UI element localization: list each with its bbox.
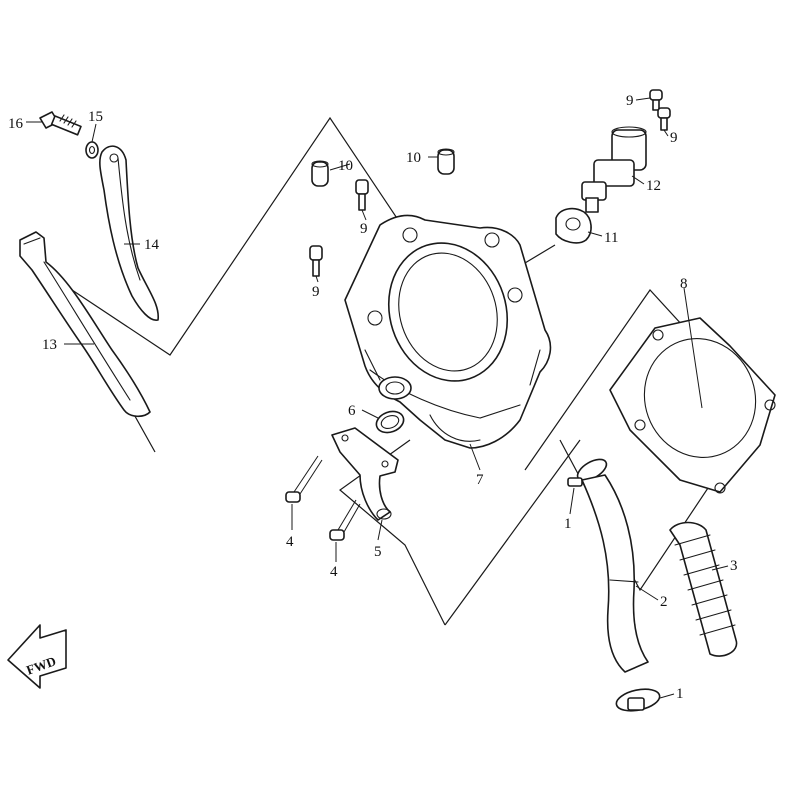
callout-1-lower: 1 — [676, 686, 684, 702]
callout-11: 11 — [604, 230, 618, 246]
part-4-bolt-a[interactable] — [285, 455, 323, 503]
part-10-dowel-pin[interactable] — [311, 160, 329, 187]
part-16-bolt[interactable] — [39, 111, 82, 136]
part-4-bolt-b[interactable] — [329, 499, 361, 541]
part-6-o-ring[interactable] — [373, 408, 406, 436]
part-9-bolt-top-b[interactable] — [657, 107, 671, 131]
callout-10-left: 10 — [338, 158, 353, 174]
callout-14: 14 — [144, 237, 160, 253]
callout-4-b: 4 — [330, 564, 338, 580]
part-10-dowel-pin-2[interactable] — [437, 148, 455, 175]
part-11-tensioner-gasket[interactable] — [555, 207, 592, 244]
part-7-cylinder-block[interactable] — [344, 214, 552, 449]
callout-3: 3 — [730, 558, 738, 574]
callout-9-top-b: 9 — [670, 130, 678, 146]
part-13-chain-guide[interactable] — [19, 231, 151, 418]
part-15-washer[interactable] — [85, 141, 99, 159]
callout-16: 16 — [8, 116, 24, 132]
part-9-bolt-left[interactable] — [309, 245, 323, 277]
callout-2: 2 — [660, 594, 668, 610]
part-1-hose-clamp-lower[interactable] — [614, 686, 661, 715]
callout-7: 7 — [476, 472, 484, 488]
callout-13: 13 — [42, 337, 57, 353]
callout-6: 6 — [348, 403, 356, 419]
callout-12: 12 — [646, 178, 661, 194]
part-5-intake-pipe[interactable] — [331, 427, 399, 521]
part-9-bolt-mid[interactable] — [355, 179, 369, 211]
callout-4-a: 4 — [286, 534, 294, 550]
part-3-insulation-sleeve[interactable] — [669, 521, 738, 657]
part-12-chain-tensioner[interactable] — [581, 126, 647, 213]
callout-10-right: 10 — [406, 150, 421, 166]
part-14-chain-guide[interactable] — [99, 145, 159, 321]
callout-9-left: 9 — [312, 284, 320, 300]
callout-5: 5 — [374, 544, 382, 560]
callout-8: 8 — [680, 276, 688, 292]
part-2-hose[interactable] — [581, 474, 649, 673]
callout-9-mid: 9 — [360, 221, 368, 237]
callout-15: 15 — [88, 109, 103, 125]
assembly-guide-line-pipe — [444, 439, 581, 626]
leader-lines — [26, 97, 729, 699]
part-9-bolt-top-a[interactable] — [649, 89, 663, 111]
callout-1-upper: 1 — [564, 516, 572, 532]
fwd-arrow-icon — [7, 624, 67, 689]
part-8-cylinder-gasket[interactable] — [609, 317, 776, 494]
callout-9-top-a: 9 — [626, 93, 634, 109]
